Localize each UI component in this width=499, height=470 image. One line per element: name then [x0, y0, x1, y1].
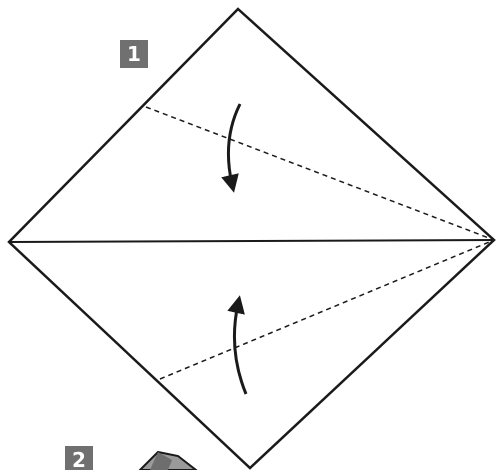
step-2-label: 2	[72, 448, 86, 470]
paper-square	[7, 7, 496, 470]
step-2-shape-preview	[138, 450, 198, 470]
step-2-flap-shadow	[150, 452, 172, 470]
lower-fold-line	[159, 239, 495, 380]
valley-fold-arrow-up-icon	[227, 295, 248, 395]
step-2-badge: 2	[65, 446, 93, 470]
valley-fold-arrow-down-icon	[221, 103, 242, 193]
step-1-badge-box	[120, 40, 148, 68]
upper-fold-line	[145, 106, 495, 241]
step-2-badge-box	[65, 446, 93, 470]
step-1-badge: 1	[120, 40, 148, 68]
step-1-label: 1	[127, 42, 141, 66]
center-crease-line	[8, 239, 495, 243]
